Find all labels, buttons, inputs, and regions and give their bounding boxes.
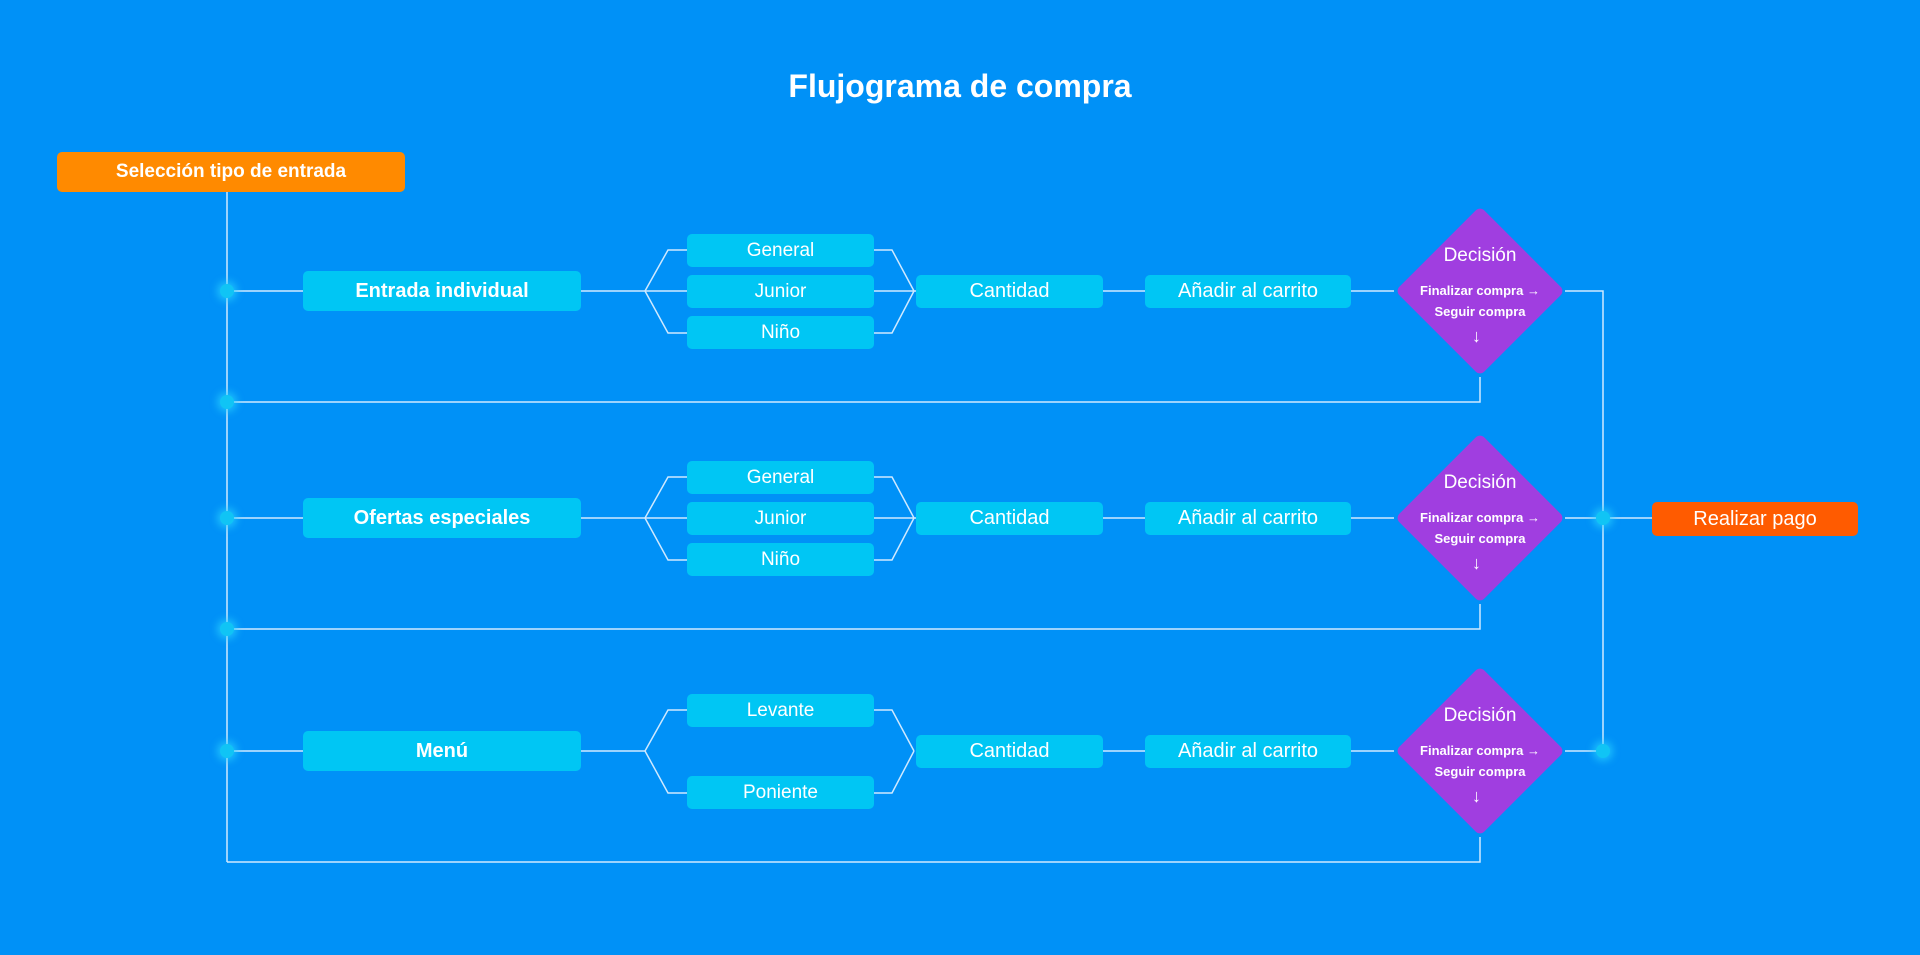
junction-dot xyxy=(220,622,234,636)
option-node: Junior xyxy=(687,275,874,308)
junction-dot xyxy=(1596,511,1610,525)
decision-node: Decisión Finalizar compra → Seguir compr… xyxy=(1394,665,1566,837)
arrow-down-icon: ↓ xyxy=(1472,786,1481,806)
decision-continue: Seguir compra xyxy=(1434,304,1526,319)
option-node: Niño xyxy=(687,316,874,349)
junction-dot xyxy=(220,284,234,298)
junction-dot xyxy=(1596,744,1610,758)
arrow-right-icon: → xyxy=(1526,510,1540,525)
decision-title: Decisión xyxy=(1443,705,1517,726)
add-to-cart-node: Añadir al carrito xyxy=(1145,275,1351,308)
decision-continue: Seguir compra xyxy=(1434,531,1526,546)
decision-finalize-label: Finalizar compra xyxy=(1420,743,1524,758)
decision-node: Decisión Finalizar compra → Seguir compr… xyxy=(1394,432,1566,604)
decision-node: Decisión Finalizar compra → Seguir compr… xyxy=(1394,205,1566,377)
junction-dot xyxy=(220,744,234,758)
junction-dot xyxy=(220,511,234,525)
category-node-ofertas-especiales: Ofertas especiales xyxy=(303,498,581,538)
decision-finalize: Finalizar compra → xyxy=(1394,510,1566,525)
arrow-down-icon: ↓ xyxy=(1472,553,1481,573)
quantity-node: Cantidad xyxy=(916,735,1103,768)
option-node: General xyxy=(687,461,874,494)
decision-finalize: Finalizar compra → xyxy=(1394,283,1566,298)
arrow-right-icon: → xyxy=(1526,283,1540,298)
option-node: Poniente xyxy=(687,776,874,809)
decision-title: Decisión xyxy=(1443,245,1517,266)
arrow-right-icon: → xyxy=(1526,743,1540,758)
decision-finalize-label: Finalizar compra xyxy=(1420,283,1524,298)
decision-finalize: Finalizar compra → xyxy=(1394,743,1566,758)
start-node: Selección tipo de entrada xyxy=(57,152,405,192)
decision-continue: Seguir compra xyxy=(1434,764,1526,779)
option-node: Levante xyxy=(687,694,874,727)
option-node: General xyxy=(687,234,874,267)
arrow-down-icon: ↓ xyxy=(1472,326,1481,346)
junction-dot xyxy=(220,395,234,409)
option-node: Niño xyxy=(687,543,874,576)
option-node: Junior xyxy=(687,502,874,535)
diagram-title: Flujograma de compra xyxy=(788,68,1132,104)
add-to-cart-node: Añadir al carrito xyxy=(1145,735,1351,768)
add-to-cart-node: Añadir al carrito xyxy=(1145,502,1351,535)
decision-title: Decisión xyxy=(1443,472,1517,493)
category-node-menu: Menú xyxy=(303,731,581,771)
decision-finalize-label: Finalizar compra xyxy=(1420,510,1524,525)
quantity-node: Cantidad xyxy=(916,502,1103,535)
pay-node: Realizar pago xyxy=(1652,502,1858,536)
quantity-node: Cantidad xyxy=(916,275,1103,308)
category-node-entrada-individual: Entrada individual xyxy=(303,271,581,311)
